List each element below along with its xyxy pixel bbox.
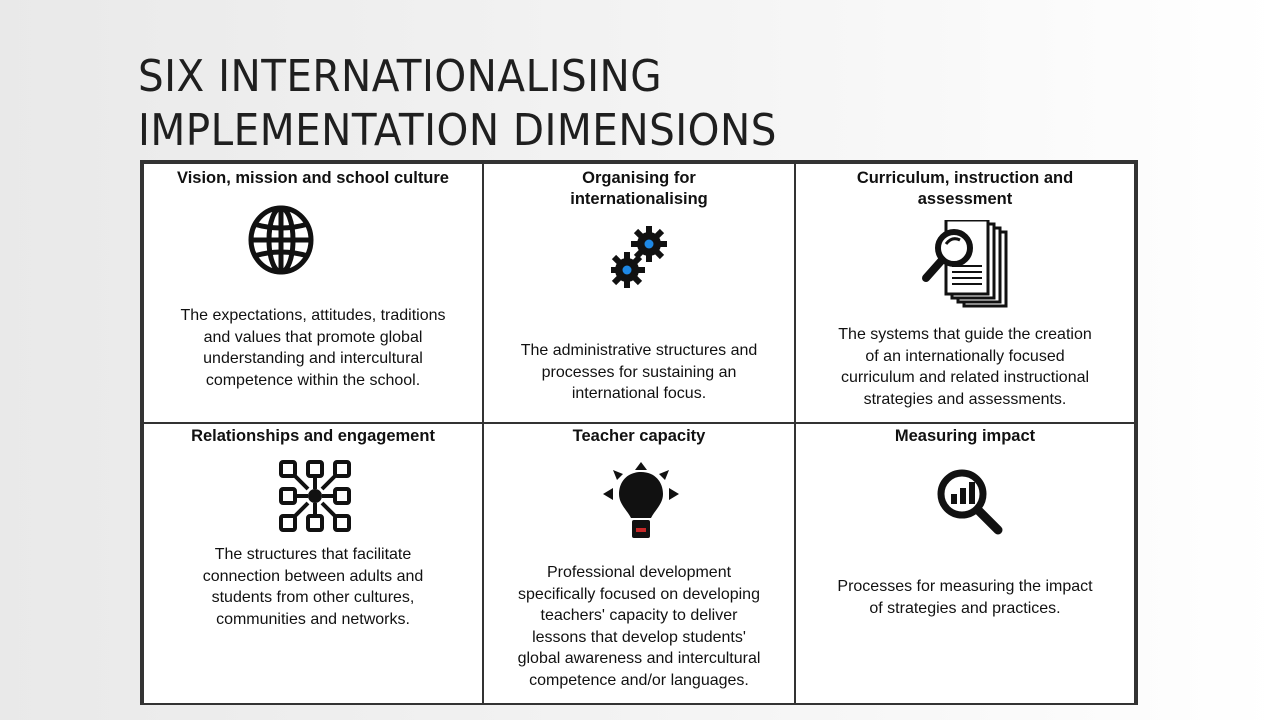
dimension-title: Vision, mission and school culture [176, 169, 449, 187]
dimension-description: The systems that guide the creation of a… [838, 326, 1092, 408]
analytics-magnifier-icon [937, 469, 1003, 535]
dimension-description: Professional development specifically fo… [517, 564, 761, 689]
dimensions-grid: Vision, mission and school culture The e… [140, 160, 1138, 705]
slide-title: SIX INTERNATIONALISING IMPLEMENTATION DI… [138, 50, 777, 158]
dimension-title: Curriculum, instruction and assessment [856, 169, 1074, 208]
dimension-cell-teacher-capacity: Teacher capacity Professional developmen… [482, 422, 796, 705]
dimension-cell-measuring-impact: Measuring impact Processes for measuring… [794, 422, 1136, 705]
dimension-cell-curriculum: Curriculum, instruction and assessment T… [794, 162, 1136, 424]
dimension-title: Measuring impact [894, 427, 1036, 445]
lightbulb-icon [603, 462, 679, 538]
dimension-cell-vision: Vision, mission and school culture The e… [142, 162, 484, 424]
slide-title-line-2: IMPLEMENTATION DIMENSIONS [138, 105, 777, 156]
dimension-description: The expectations, attitudes, traditions … [180, 307, 446, 389]
dimension-title: Relationships and engagement [191, 427, 435, 445]
dimension-description: The administrative structures and proces… [520, 342, 758, 402]
magnifier-documents-icon [922, 220, 1008, 308]
dimension-description: The structures that facilitate connectio… [202, 546, 424, 628]
dimension-description: Processes for measuring the impact of st… [837, 578, 1093, 617]
globe-icon [248, 205, 314, 275]
dimension-cell-organising: Organising for internationalising [482, 162, 796, 424]
dimension-title: Organising for internationalising [570, 169, 708, 208]
slide-title-line-1: SIX INTERNATIONALISING [138, 51, 663, 102]
dimension-title: Teacher capacity [572, 427, 706, 445]
dimension-cell-relationships: Relationships and engagement [142, 422, 484, 705]
gears-icon [611, 226, 667, 288]
network-icon [279, 460, 351, 532]
